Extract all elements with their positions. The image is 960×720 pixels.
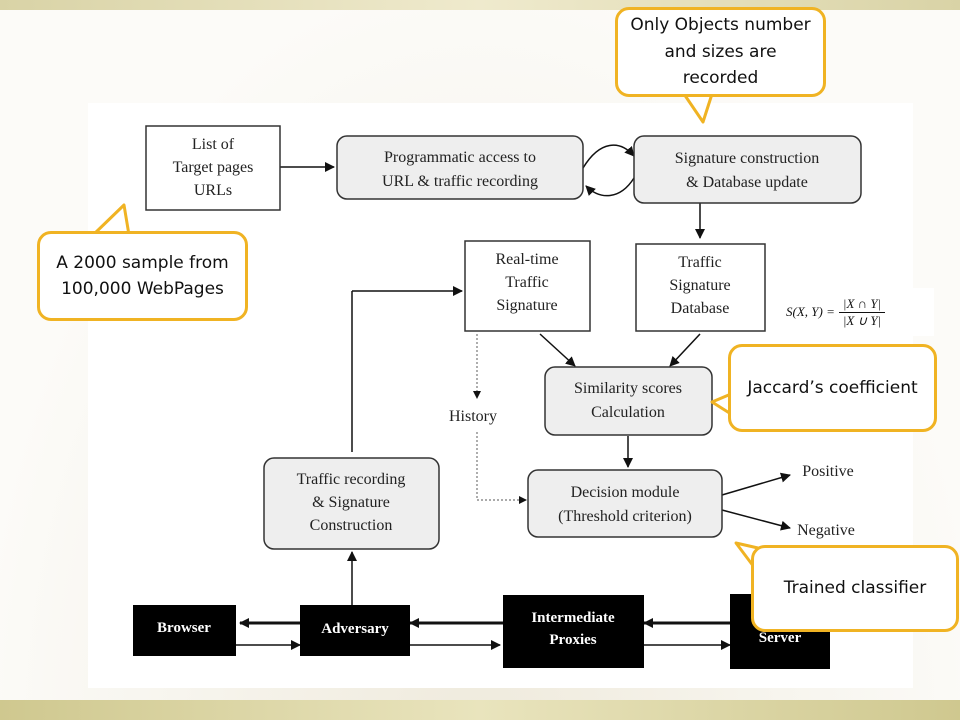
traffic-recording-line-2: & Signature bbox=[312, 494, 390, 511]
programmatic-access-box: Programmatic access to URL & traffic rec… bbox=[336, 135, 584, 200]
callout-jaccard: Jaccard’s coefficient bbox=[728, 344, 937, 432]
callout-objects-recorded: Only Objects number and sizes are record… bbox=[615, 7, 826, 97]
traffic-recording-box: Traffic recording & Signature Constructi… bbox=[263, 457, 440, 550]
target-pages-line-1: List of bbox=[192, 136, 235, 153]
history-label: History bbox=[449, 408, 497, 425]
similarity-line-2: Calculation bbox=[591, 404, 665, 421]
connectors bbox=[236, 144, 791, 650]
realtime-signature-line-2: Traffic bbox=[505, 274, 549, 291]
formula-denominator: |X ∪ Y| bbox=[842, 312, 882, 328]
signature-construction-box: Signature construction & Database update bbox=[633, 135, 862, 204]
jaccard-formula: S(X, Y) = |X ∩ Y| |X ∪ Y| bbox=[786, 288, 934, 336]
traffic-recording-line-1: Traffic recording bbox=[297, 471, 406, 488]
adversary-label: Adversary bbox=[321, 621, 389, 637]
realtime-signature-line-1: Real-time bbox=[495, 251, 558, 268]
signature-construction-line-1: Signature construction bbox=[675, 150, 819, 167]
formula-numerator: |X ∩ Y| bbox=[838, 296, 886, 313]
callout-trained-classifier: Trained classifier bbox=[751, 545, 959, 632]
similarity-box: Similarity scores Calculation bbox=[544, 366, 713, 436]
signature-database-line-2: Signature bbox=[669, 277, 730, 294]
similarity-line-1: Similarity scores bbox=[574, 380, 682, 397]
decision-box: Decision module (Threshold criterion) bbox=[527, 469, 723, 538]
positive-label: Positive bbox=[802, 463, 854, 480]
browser-label: Browser bbox=[157, 620, 211, 636]
target-pages-line-2: Target pages bbox=[173, 159, 254, 176]
proxies-node: Intermediate Proxies bbox=[503, 595, 644, 668]
decision-line-2: (Threshold criterion) bbox=[558, 508, 692, 525]
signature-database-line-1: Traffic bbox=[678, 254, 722, 271]
formula-fraction: |X ∩ Y| |X ∪ Y| bbox=[838, 296, 886, 329]
target-pages-line-3: URLs bbox=[194, 182, 232, 199]
adversary-node: Adversary bbox=[300, 605, 410, 656]
history-dotted-path bbox=[473, 334, 527, 504]
callout-sample-size: A 2000 sample from 100,000 WebPages bbox=[37, 231, 248, 321]
signature-database-line-3: Database bbox=[671, 300, 730, 317]
programmatic-access-line-2: URL & traffic recording bbox=[382, 173, 538, 190]
server-label: Server bbox=[759, 630, 802, 646]
negative-label: Negative bbox=[797, 522, 855, 539]
signature-construction-line-2: & Database update bbox=[686, 174, 808, 191]
decision-line-1: Decision module bbox=[571, 484, 680, 501]
signature-database-box: Traffic Signature Database bbox=[635, 243, 766, 332]
browser-node: Browser bbox=[133, 605, 236, 656]
proxies-label-line-1: Intermediate bbox=[531, 610, 615, 626]
traffic-recording-line-3: Construction bbox=[310, 517, 393, 534]
realtime-signature-box: Real-time Traffic Signature bbox=[464, 240, 591, 332]
proxies-label-line-2: Proxies bbox=[549, 632, 596, 648]
top-decorative-band bbox=[0, 0, 960, 10]
programmatic-access-line-1: Programmatic access to bbox=[384, 149, 536, 166]
bottom-decorative-band bbox=[0, 700, 960, 720]
realtime-signature-line-3: Signature bbox=[496, 297, 557, 314]
callout-tails bbox=[91, 93, 759, 568]
target-pages-box: List of Target pages URLs bbox=[145, 125, 281, 211]
formula-lhs: S(X, Y) = bbox=[786, 304, 835, 319]
